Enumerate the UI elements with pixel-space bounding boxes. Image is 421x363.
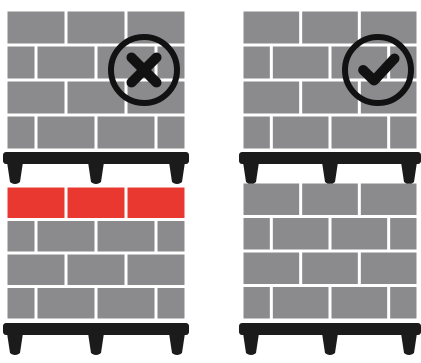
brick [244, 253, 300, 285]
brick [332, 287, 388, 319]
brick [302, 253, 358, 285]
brick [38, 117, 95, 149]
brick [8, 288, 35, 319]
lower-pallet [3, 323, 189, 355]
lower-load [244, 184, 417, 319]
brick [244, 47, 270, 79]
brick [390, 117, 416, 149]
brick [38, 47, 95, 79]
brick [8, 255, 65, 286]
brick [390, 287, 416, 319]
brick [128, 255, 185, 286]
upper-pallet [3, 152, 189, 184]
lower-load [8, 188, 185, 319]
pallet-foot [322, 333, 338, 355]
brick [98, 117, 155, 149]
brick [158, 288, 185, 319]
pallet-foot [88, 333, 104, 355]
brick [8, 12, 65, 44]
brick [332, 218, 388, 250]
panel-correct-stacking [239, 12, 421, 356]
brick [361, 184, 417, 216]
brick-highlighted [128, 188, 185, 219]
brick [244, 287, 270, 319]
brick [302, 184, 358, 216]
brick [38, 221, 95, 252]
pallet-foot [243, 333, 259, 355]
pallet-foot [169, 162, 185, 184]
brick [361, 253, 417, 285]
brick [68, 255, 125, 286]
brick [273, 287, 329, 319]
pallet-foot [88, 162, 104, 184]
panel-incorrect-stacking [3, 12, 189, 356]
upper-pallet [239, 152, 421, 184]
brick [8, 47, 35, 79]
brick [244, 184, 300, 216]
brick [302, 12, 358, 44]
brick [244, 218, 270, 250]
pallet-foot [7, 333, 23, 355]
brick [8, 82, 65, 114]
brick [98, 288, 155, 319]
upper-load [244, 12, 417, 149]
brick [244, 117, 270, 149]
brick [273, 47, 329, 79]
pallet-foot [401, 162, 417, 184]
brick [8, 117, 35, 149]
pallet-foot [322, 162, 338, 184]
brick [68, 12, 125, 44]
lower-pallet [239, 323, 421, 355]
brick [158, 117, 185, 149]
brick [332, 117, 388, 149]
brick [390, 218, 416, 250]
brick [8, 221, 35, 252]
brick [98, 221, 155, 252]
brick-highlighted [8, 188, 65, 219]
brick-highlighted [68, 188, 125, 219]
pallet-foot [401, 333, 417, 355]
brick [244, 12, 300, 44]
pallet-foot [243, 162, 259, 184]
pallet-foot [169, 333, 185, 355]
brick [244, 82, 300, 114]
brick [158, 221, 185, 252]
brick [38, 288, 95, 319]
brick [273, 218, 329, 250]
pallet-foot [7, 162, 23, 184]
brick [273, 117, 329, 149]
